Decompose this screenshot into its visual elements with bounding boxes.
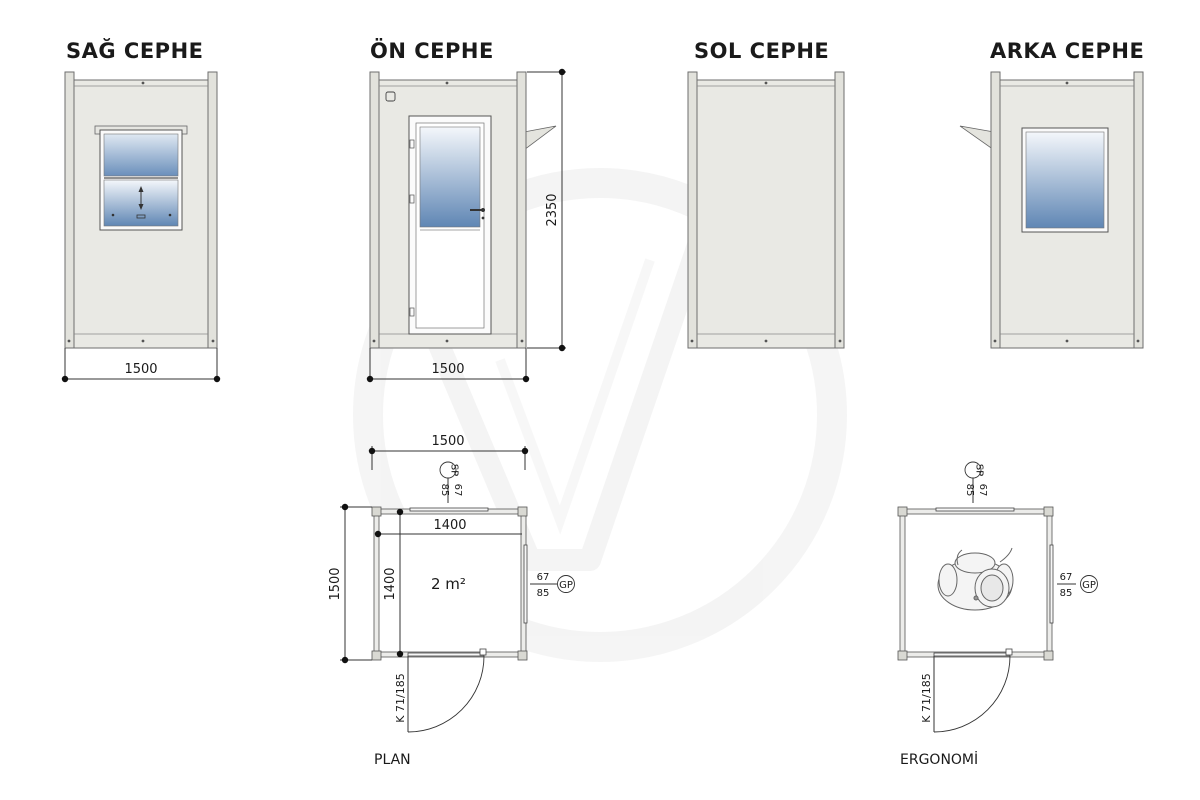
front-elevation-title: ÖN CEPHE (370, 38, 494, 63)
plan-gp-tag: 67 85 GP (530, 572, 575, 599)
svg-text:85: 85 (537, 588, 550, 599)
left-wall (692, 79, 840, 349)
corner-post (516, 71, 527, 349)
corner-post (207, 71, 218, 349)
svg-text:SP: SP (974, 464, 985, 476)
svg-text:GP: GP (1082, 580, 1096, 591)
corner-post (369, 71, 380, 349)
plan-top-dimension: 1500 (368, 434, 529, 470)
door-handle-icon (481, 208, 485, 212)
corner-post (64, 71, 75, 349)
back-elevation: ARKA CEPHE (959, 39, 1144, 349)
door-swing-arc (407, 655, 485, 733)
sliding-window (99, 129, 183, 231)
switch-icon (385, 91, 396, 102)
corner-post (687, 71, 698, 349)
front-door (408, 115, 492, 335)
svg-text:67: 67 (537, 572, 550, 583)
plan-inner-depth-dimension: 1400 (383, 508, 404, 658)
plan-view: 1500 SP 85 67 K 71/185 1 (328, 434, 575, 768)
ergonomi-view: SP 85 67 K 71/185 (897, 461, 1098, 768)
front-elevation: ÖN CEPHE 15 (366, 38, 566, 383)
plan-outer-depth-dimension: 1500 (328, 503, 372, 664)
svg-text:SP: SP (449, 464, 460, 476)
svg-text:85: 85 (1060, 588, 1073, 599)
svg-text:67: 67 (977, 484, 988, 497)
plan-inner-depth-label: 1400 (383, 567, 398, 600)
svg-text:67: 67 (452, 484, 463, 497)
plan-caption: PLAN (374, 752, 411, 768)
front-width-label: 1500 (431, 362, 464, 377)
right-elevation: SAĞ CEPHE 1500 (61, 38, 221, 383)
person-topview-icon (937, 547, 1014, 611)
plan-door-label: K 71/185 (394, 673, 407, 722)
corner-post (990, 71, 1001, 349)
ergonomi-sp-tag: SP 85 67 (964, 461, 988, 503)
left-elevation: SOL CEPHE (687, 39, 845, 349)
svg-text:85: 85 (964, 484, 975, 497)
right-width-dimension: 1500 (61, 348, 221, 383)
plan-outer-depth-label: 1500 (328, 567, 343, 600)
left-elevation-title: SOL CEPHE (694, 39, 829, 63)
ergonomi-gp-tag: 67 85 GP (1057, 572, 1098, 599)
svg-text:85: 85 (439, 484, 450, 497)
front-height-label: 2350 (545, 193, 560, 226)
plan-area-label: 2 m² (431, 575, 466, 593)
plan-sp-tag: SP 85 67 (439, 461, 463, 503)
corner-post (834, 71, 845, 349)
ergonomi-caption: ERGONOMİ (900, 750, 978, 768)
corner-post (1133, 71, 1144, 349)
right-elevation-title: SAĞ CEPHE (66, 38, 204, 63)
front-height-dimension: 2350 (527, 68, 566, 352)
svg-text:67: 67 (1060, 572, 1073, 583)
ergonomi-door-label: K 71/185 (920, 673, 933, 722)
watermark-logo (353, 168, 847, 662)
plan-outer-width-label: 1500 (431, 434, 464, 449)
plan-inner-width-label: 1400 (433, 518, 466, 533)
back-elevation-title: ARKA CEPHE (990, 39, 1144, 63)
right-width-label: 1500 (124, 362, 157, 377)
plan-inner-width-dimension: 1400 (374, 518, 522, 538)
svg-text:GP: GP (559, 580, 573, 591)
fixed-window (1021, 127, 1109, 233)
door-swing-arc (933, 655, 1011, 733)
front-width-dimension: 1500 (366, 348, 530, 383)
